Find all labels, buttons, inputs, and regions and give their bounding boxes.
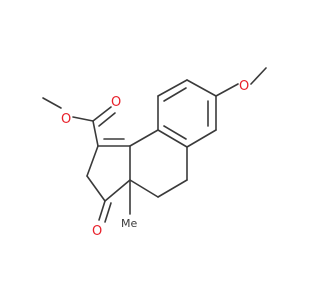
bond-sat-3 (129, 179, 159, 198)
bond-sat-2 (157, 179, 188, 198)
bond-layer (42, 67, 267, 223)
bond-cp-4 (104, 179, 131, 202)
bond-ketone-a (98, 200, 106, 221)
methoxy-oxygen-label: O (239, 79, 249, 94)
bond-ring-a1-inner (163, 87, 187, 102)
bond-ester-co-b (98, 112, 116, 127)
molecule-structure-diagram: O O O O Me (42, 67, 267, 239)
bond-ring-a4 (186, 129, 217, 148)
bond-ketone-b (104, 202, 112, 223)
bond-ring-a1 (157, 79, 188, 97)
bond-ester-c-o (72, 116, 94, 122)
bond-ring-a2 (186, 79, 217, 97)
bond-cp-3 (86, 175, 106, 202)
atom-labels: O O O O Me (61, 79, 249, 239)
bond-cp-2 (86, 145, 99, 177)
bond-ester-c (92, 120, 99, 147)
bond-ring-a5 (157, 129, 188, 148)
ketone-oxygen-label: O (92, 224, 102, 239)
bond-ring-a5-inner (163, 125, 187, 140)
ester-carbonyl-oxygen-label: O (111, 95, 121, 110)
bond-aryl-methoxy-o (215, 83, 239, 97)
angular-methyl-label: Me (121, 217, 137, 230)
bond-ester-co-a (92, 106, 112, 122)
bond-ester-o-ch3 (42, 97, 62, 109)
bond-sat-5 (129, 129, 159, 147)
ester-ether-oxygen-label: O (61, 112, 71, 127)
bond-methoxy-o-ch3 (250, 67, 267, 85)
